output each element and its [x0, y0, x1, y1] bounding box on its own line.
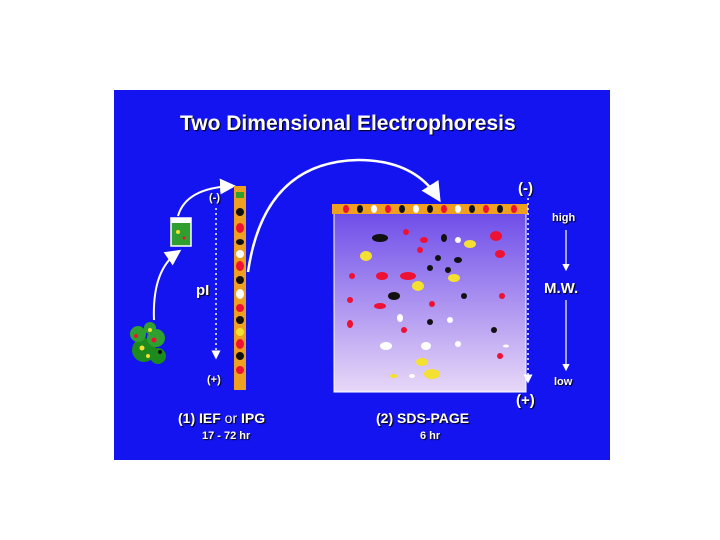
ief-step-title-a: (1) IEF — [178, 410, 221, 426]
sds-step-title: (2) SDS-PAGE — [376, 410, 470, 426]
sds-time: 6 hr — [420, 430, 441, 442]
sds-minus-label: (-) — [518, 180, 533, 197]
sds-plus-label: (+) — [516, 392, 535, 409]
slide-title: Two Dimensional Electrophoresis — [180, 112, 516, 135]
sample-vial-icon — [170, 217, 192, 247]
diagram-art — [130, 158, 570, 393]
sds-high-label: high — [552, 212, 576, 224]
ief-time: 17 - 72 hr — [202, 430, 251, 442]
mw-axis-label: M.W. — [544, 280, 579, 297]
sds-gel — [332, 204, 528, 393]
ief-minus-label: (-) — [209, 192, 220, 204]
arrow-vial-to-strip — [177, 178, 236, 217]
slide: Two Dimensional Electrophoresis — [114, 90, 610, 460]
ief-step-title: (1) IEF or IPG — [178, 410, 265, 426]
protein-sample-icon — [130, 322, 166, 364]
ief-step-title-or: or — [224, 410, 238, 426]
sds-low-label: low — [554, 376, 573, 388]
ief-plus-label: (+) — [207, 374, 221, 386]
pi-axis-label: pI — [196, 282, 210, 299]
ief-step-title-b: IPG — [241, 410, 266, 426]
ief-strip — [234, 186, 246, 390]
arrow-sample-to-vial — [152, 249, 182, 321]
arrow-strip-to-gel — [246, 158, 441, 273]
